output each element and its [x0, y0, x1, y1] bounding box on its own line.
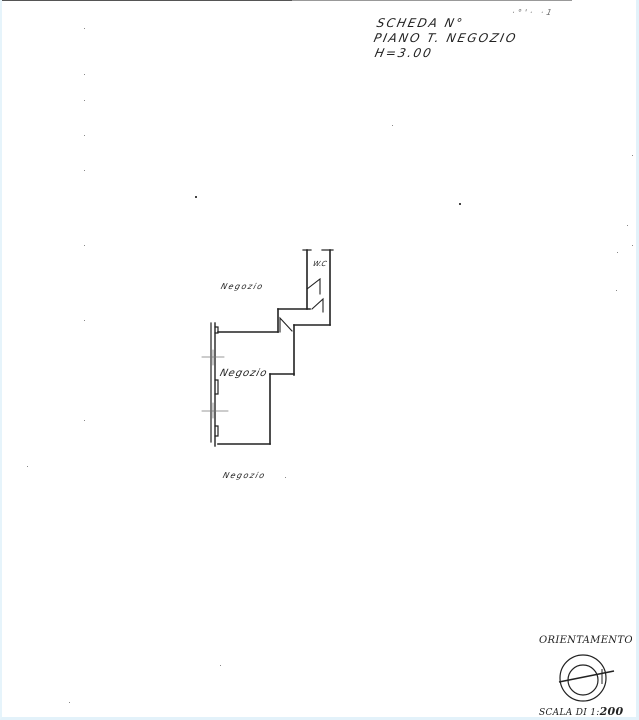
- scan-speck: [84, 245, 85, 246]
- scan-speck: [84, 135, 85, 136]
- scan-speck: [459, 203, 461, 205]
- room-label-south: Negozio: [221, 471, 267, 480]
- scan-speck: [84, 320, 85, 321]
- scan-speck: [84, 100, 85, 101]
- top-edge-rule: [292, 0, 572, 1]
- scan-speck: [84, 74, 85, 75]
- scan-speck: [285, 477, 286, 478]
- room-label-wc: W.C: [311, 260, 328, 268]
- compass-circle-icon: [558, 654, 615, 702]
- scan-speck: [392, 125, 393, 126]
- room-label-main: Negozio: [218, 368, 269, 379]
- scan-speck: [27, 466, 28, 467]
- scan-speck: [84, 28, 85, 29]
- scan-speck: [617, 252, 618, 253]
- top-edge-rule: [2, 0, 292, 1]
- scale-prefix: SCALA DI 1:: [539, 708, 600, 718]
- orientation-title: ORIENTAMENTO: [539, 635, 633, 646]
- scan-speck: [632, 245, 633, 246]
- scan-speck: [195, 196, 197, 198]
- scan-speck: [632, 155, 633, 156]
- scale-label: SCALA DI 1:200: [539, 705, 623, 718]
- scan-speck: [220, 665, 221, 666]
- scan-speck: [69, 702, 70, 703]
- scale-value: 200: [599, 705, 624, 718]
- room-label-north: Negozio: [219, 282, 265, 291]
- scan-speck: [616, 290, 617, 291]
- scan-speck: [627, 225, 628, 226]
- scan-speck: [84, 170, 85, 171]
- scan-speck: [84, 420, 85, 421]
